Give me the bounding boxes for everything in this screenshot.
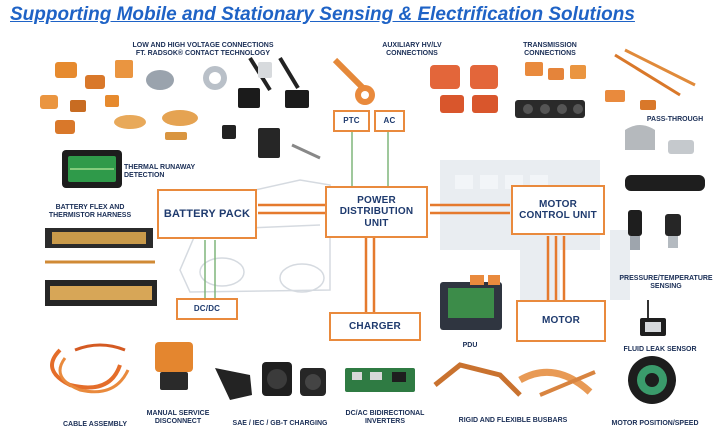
inverter-board-illustration [345, 368, 415, 392]
motor-block: MOTOR [516, 300, 606, 342]
label-thermal-runaway: THERMAL RUNAWAY DETECTION [124, 164, 196, 180]
label-charging-standards: SAE / IEC / GB-T CHARGING [232, 420, 328, 427]
label-cable-assembly: CABLE ASSEMBLY [62, 421, 128, 428]
label-low-high-voltage: LOW AND HIGH VOLTAGE CONNECTIONS FT. RAD… [132, 42, 274, 58]
pressure-temperature-sensors-illustration [628, 210, 681, 250]
thermal-runaway-illustration [62, 150, 122, 188]
motor-control-unit-block: MOTOR CONTROL UNIT [511, 185, 605, 235]
pdu-illustration [440, 275, 502, 330]
transmission-connectors-illustration [515, 62, 586, 118]
label-busbars: RIGID AND FLEXIBLE BUSBARS [458, 417, 568, 424]
label-pdu: PDU [462, 342, 478, 349]
label-manual-service-disconnect: MANUAL SERVICE DISCONNECT [146, 410, 210, 426]
ac-block: AC [374, 110, 405, 132]
manual-service-disconnect-illustration [155, 342, 193, 390]
page-title: Supporting Mobile and Stationary Sensing… [10, 4, 635, 25]
power-distribution-unit-block: POWER DISTRIBUTION UNIT [325, 186, 428, 238]
label-pass-through: PASS-THROUGH [646, 116, 704, 123]
ptc-block: PTC [333, 110, 370, 132]
busbars-illustration [433, 362, 596, 397]
auxiliary-connectors-illustration [332, 57, 498, 113]
fluid-leak-sensor-illustration [640, 300, 666, 336]
charger-block: CHARGER [329, 312, 421, 341]
battery-flex-harness-illustration [45, 228, 157, 306]
label-transmission-connections: TRANSMISSION CONNECTIONS [523, 42, 577, 58]
label-battery-flex: BATTERY FLEX AND THERMISTOR HARNESS [48, 204, 132, 220]
label-fluid-leak-sensor: FLUID LEAK SENSOR [623, 346, 697, 353]
charging-inlets-illustration [215, 362, 326, 400]
dcdc-block: DC/DC [176, 298, 238, 320]
battery-pack-block: BATTERY PACK [157, 189, 257, 239]
label-inverters: DC/AC BIDIRECTIONAL INVERTERS [345, 410, 425, 426]
label-auxiliary-connections: AUXILIARY HV/LV CONNECTIONS [382, 42, 442, 58]
hv-connectors-illustration [40, 60, 236, 140]
cable-assembly-illustration [50, 343, 130, 394]
motor-position-sensor-illustration [628, 356, 676, 404]
pass-through-illustration [605, 48, 705, 191]
black-connectors-illustration [238, 56, 321, 160]
label-pressure-temperature: PRESSURE/TEMPERATURE SENSING [619, 275, 713, 291]
label-motor-position-speed: MOTOR POSITION/SPEED [611, 420, 699, 427]
